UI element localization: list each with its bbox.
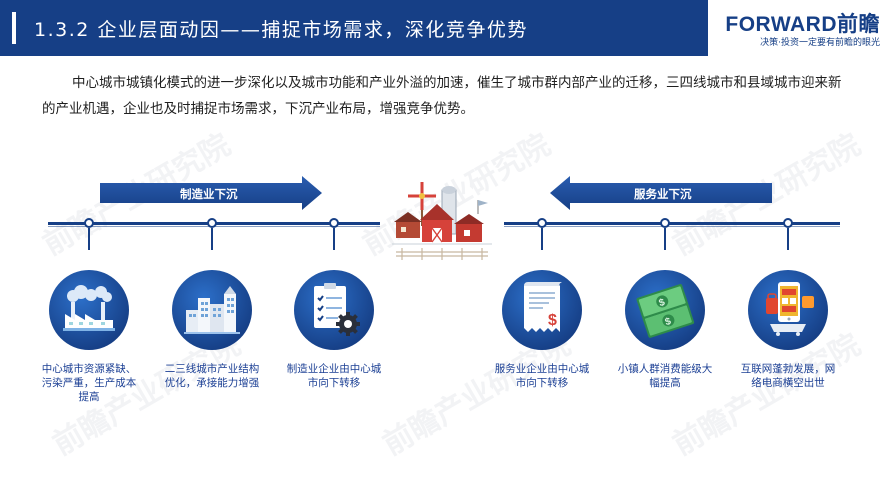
timeline-right-thin: [504, 226, 840, 227]
money-stack-icon: $ $ $: [625, 270, 705, 350]
timeline-dot: [660, 218, 670, 228]
receipt-dollar-icon: $: [502, 270, 582, 350]
svg-text:$: $: [548, 312, 557, 329]
service-arrow-label: 服务业下沉: [634, 187, 692, 201]
timeline-dot: [84, 218, 94, 228]
title-accent-bar: [12, 12, 16, 44]
timeline-stem: [333, 228, 335, 250]
timeline-stem: [541, 228, 543, 250]
caption-ecommerce-rise: 互联网蓬勃发展，网络电商横空出世: [740, 363, 836, 389]
manufacturing-arrow-shape: [100, 176, 322, 210]
timeline-dot: [207, 218, 217, 228]
caption-manufacturing-transfer: 制造业企业由中心城市向下转移: [286, 363, 382, 389]
timeline-stem: [787, 228, 789, 250]
timeline-right: [504, 222, 840, 225]
intro-paragraph: 中心城市城镇化模式的进一步深化以及城市功能和产业外溢的加速，催生了城市群内部产业…: [42, 75, 842, 117]
mobile-commerce-icon: [748, 270, 828, 350]
page-title: 1.3.2 企业层面动因——捕捉市场需求，深化竞争优势: [34, 19, 528, 41]
brand-logo: FORWARD前瞻: [725, 13, 880, 36]
svg-text:$: $: [658, 297, 667, 309]
caption-consumption-upgrade: 小镇人群消费能级大幅提高: [617, 363, 713, 389]
caption-service-transfer: 服务业企业由中心城市向下转移: [494, 363, 590, 389]
svg-text:$: $: [664, 316, 673, 328]
document-gear-icon: [294, 270, 374, 350]
manufacturing-arrow-label: 制造业下沉: [180, 187, 238, 201]
brand-slogan: 决策·投资一定要有前瞻的眼光: [760, 38, 880, 48]
timeline-stem: [88, 228, 90, 250]
timeline-dot: [783, 218, 793, 228]
service-arrow-shape: [550, 176, 772, 210]
timeline-stem: [664, 228, 666, 250]
timeline-stem: [211, 228, 213, 250]
timeline-dot: [329, 218, 339, 228]
brand-panel: FORWARD前瞻 决策·投资一定要有前瞻的眼光: [708, 0, 888, 56]
caption-resource-shortage: 中心城市资源紧缺、污染严重，生产成本提高: [41, 363, 137, 403]
caption-industry-optimization: 二三线城市产业结构优化，承接能力增强: [164, 363, 260, 389]
farm-illustration-icon: [392, 182, 492, 260]
city-buildings-icon: [172, 270, 252, 350]
timeline-dot: [537, 218, 547, 228]
factory-pollution-icon: [49, 270, 129, 350]
title-bar: 1.3.2 企业层面动因——捕捉市场需求，深化竞争优势 FORWARD前瞻 决策…: [0, 0, 888, 56]
